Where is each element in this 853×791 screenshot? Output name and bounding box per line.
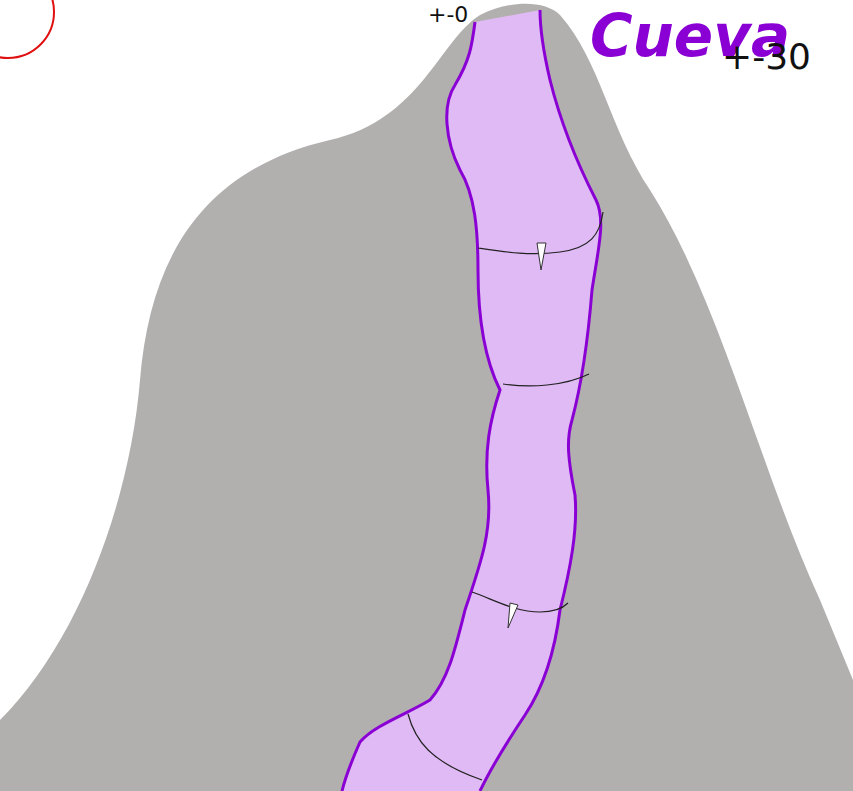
cross-section (408, 714, 482, 780)
cave-passage (342, 10, 601, 791)
depth-label: +-0 (428, 2, 468, 27)
passage-wall (342, 22, 500, 791)
callout-circle (0, 0, 54, 58)
stalactite-symbol (537, 243, 546, 270)
depth-label: +-30 (722, 36, 811, 77)
cross-section (472, 592, 568, 612)
stalactite-symbol (508, 603, 518, 628)
rock-mass (0, 4, 853, 791)
passage-wall (480, 10, 601, 791)
cross-section (503, 374, 589, 386)
